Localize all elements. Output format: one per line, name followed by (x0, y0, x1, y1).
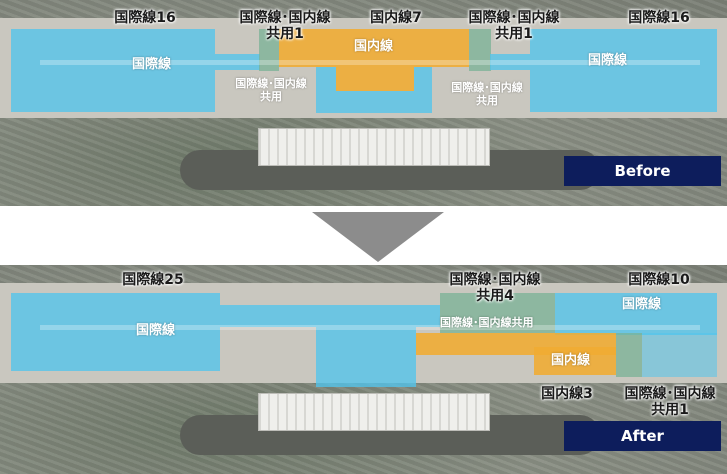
intl-zone-left-label: 国際線 (136, 323, 176, 338)
intl-zone-center-right (414, 67, 432, 113)
shared-right-bottom-line2: 共用 (476, 93, 498, 107)
shared-bottom-line2: 共用1 (651, 402, 689, 419)
shared-right-top-label: 国際線･国内線 共用1 (455, 10, 573, 42)
intl-left-count-label: 国際線16 (114, 10, 176, 26)
intl-zone-middle (220, 305, 440, 327)
intl-zone-bottom-right (642, 333, 717, 377)
intl-zone-left (11, 293, 220, 371)
intl-pier-left (215, 54, 260, 70)
intl-zone-center-block (316, 327, 416, 387)
intl-zone-center-bottom (336, 91, 414, 113)
shared-left-bottom-line2: 共用 (260, 89, 282, 103)
domestic-zone (534, 347, 616, 375)
intl-right-count-label: 国際線10 (628, 272, 690, 288)
intl-zone-left-label: 国際線 (132, 57, 172, 72)
dom-center-count-label: 国内線7 (370, 10, 422, 26)
pier-centerline (40, 60, 700, 65)
before-satellite-panel: 国際線16 国際線･国内線 共用1 国内線7 国際線･国内線 共用1 国際線16… (0, 0, 727, 206)
shared-left-bottom-line1: 国際線･国内線 (235, 77, 307, 90)
shared-top-line2: 共用4 (476, 288, 514, 305)
intl-zone-right-label: 国際線 (622, 297, 662, 312)
shared-zone-left (259, 29, 279, 71)
terminal-building (258, 393, 490, 431)
down-arrow-icon (312, 212, 444, 262)
shared-zone-label: 国際線･国内線共用 (440, 316, 534, 329)
shared-zone-bottom (616, 333, 642, 377)
shared-bottom-line1: 国際線･国内線 (624, 386, 716, 402)
shared-zone-right (469, 29, 491, 71)
intl-left-count-label: 国際線25 (122, 272, 184, 288)
intl-zone-left (11, 29, 215, 112)
shared-right-top-line1: 国際線･国内線 (468, 10, 560, 26)
shared-zone-top (440, 293, 555, 333)
after-satellite-panel: 国際線25 国際線･国内線 共用4 国際線10 国際線 国際線 国際線･国内線共… (0, 265, 727, 474)
shared-left-top-label: 国際線･国内線 共用1 (226, 10, 344, 42)
intl-pier-right (490, 54, 530, 70)
dom-count-label: 国内線3 (541, 386, 593, 402)
intl-zone-right-label: 国際線 (588, 53, 628, 68)
shared-bottom-label: 国際線･国内線 共用1 (614, 386, 726, 418)
transition-arrow-icon (312, 212, 444, 262)
intl-right-count-label: 国際線16 (628, 10, 690, 26)
shared-left-top-line2: 共用1 (266, 26, 304, 43)
shared-right-top-line2: 共用1 (495, 26, 533, 43)
domestic-zone (279, 29, 469, 67)
intl-zone-right (555, 293, 717, 335)
pier-centerline (40, 325, 700, 330)
shared-top-line1: 国際線･国内線 (449, 272, 541, 288)
domestic-zone-center (336, 67, 414, 91)
domestic-zone-label: 国内線 (354, 39, 394, 54)
before-badge: Before (564, 156, 721, 186)
after-badge: After (564, 421, 721, 451)
intl-zone-right (530, 29, 717, 112)
shared-top-label: 国際線･国内線 共用4 (436, 272, 554, 304)
shared-right-bottom-line1: 国際線･国内線 (451, 81, 523, 94)
terminal-building (258, 128, 490, 166)
domestic-zone-label: 国内線 (551, 353, 591, 368)
shared-right-bottom-label: 国際線･国内線 共用 (438, 81, 536, 107)
shared-left-top-line1: 国際線･国内線 (239, 10, 331, 26)
intl-zone-center (316, 67, 336, 113)
shared-left-bottom-label: 国際線･国内線 共用 (222, 77, 320, 103)
